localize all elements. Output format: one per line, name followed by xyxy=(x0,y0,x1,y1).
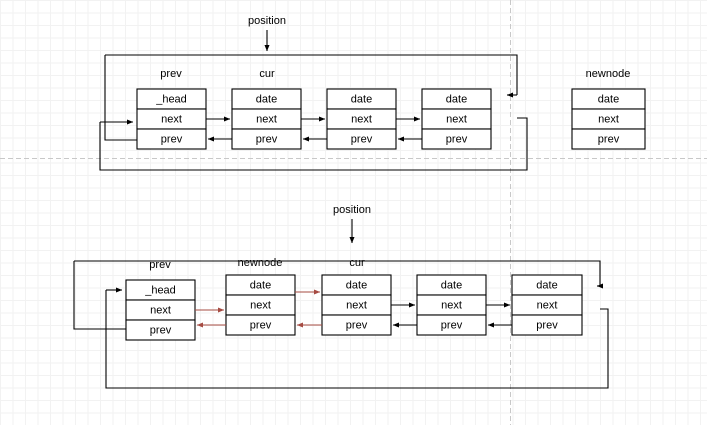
top-newnode-cell-0: date xyxy=(598,93,619,105)
bottom-node-3: cur date next prev xyxy=(321,257,392,336)
bottom-node-1-cell-1: next xyxy=(150,304,171,316)
bottom-position-label: position xyxy=(333,204,371,216)
bottom-node-2-cell-2: prev xyxy=(250,319,272,331)
top-newnode-cell-2: prev xyxy=(598,133,620,145)
top-node-3-cell-1: next xyxy=(351,113,372,125)
top-newnode-cell-1: next xyxy=(598,113,619,125)
top-node-4: date next prev xyxy=(421,88,492,150)
top-node-2-cell-2: prev xyxy=(256,133,278,145)
top-node-4-cell-2: prev xyxy=(446,133,468,145)
top-node-1-label: prev xyxy=(160,68,182,80)
bottom-node-1-cell-0: _head xyxy=(144,284,176,296)
top-node-1-cell-1: next xyxy=(161,113,182,125)
bottom-node-5: date next prev xyxy=(511,274,583,336)
top-node-3-cell-0: date xyxy=(351,93,372,105)
top-outer-bottom-rail xyxy=(99,117,528,171)
top-node-1-cell-0: _head xyxy=(155,93,187,105)
bottom-node-3-cell-1: next xyxy=(346,299,367,311)
top-node-4-cell-0: date xyxy=(446,93,467,105)
top-newnode-label: newnode xyxy=(586,68,631,80)
bottom-node-2-label: newnode xyxy=(238,257,283,269)
top-outer-wrap-top xyxy=(105,54,518,95)
top-position-label: position xyxy=(248,15,286,27)
bottom-node-2-cell-0: date xyxy=(250,279,271,291)
top-node-4-cell-1: next xyxy=(446,113,467,125)
bottom-node-5-cell-1: next xyxy=(537,299,558,311)
top-node-2-label: cur xyxy=(259,68,275,80)
top-left-rail-down xyxy=(104,55,137,141)
bottom-node-3-cell-0: date xyxy=(346,279,367,291)
top-node-1: prev _head next prev xyxy=(136,68,207,150)
bottom-outer-wrap-top xyxy=(74,260,601,286)
top-node-3-cell-2: prev xyxy=(351,133,373,145)
top-node-3: date next prev xyxy=(326,88,397,150)
bottom-node-1-cell-2: prev xyxy=(150,324,172,336)
bottom-node-4-cell-2: prev xyxy=(441,319,463,331)
bottom-diagram: position prev _head next prev newnode da… xyxy=(73,204,609,389)
bottom-node-1: prev _head next prev xyxy=(125,259,196,341)
bottom-node-4-cell-1: next xyxy=(441,299,462,311)
bottom-node-5-cell-0: date xyxy=(536,279,557,291)
bottom-node-1-label: prev xyxy=(149,259,171,271)
bottom-node-2-cell-1: next xyxy=(250,299,271,311)
bottom-node-3-cell-2: prev xyxy=(346,319,368,331)
top-node-1-cell-2: prev xyxy=(161,133,183,145)
bottom-node-5-cell-2: prev xyxy=(536,319,558,331)
bottom-node-3-label: cur xyxy=(349,257,365,269)
bottom-left-rail xyxy=(73,261,126,330)
bottom-outer-bottom-rail xyxy=(105,290,609,389)
top-node-2-cell-0: date xyxy=(256,93,277,105)
bottom-node-4-cell-0: date xyxy=(441,279,462,291)
top-diagram: position prev _head next prev cur date n… xyxy=(99,15,646,171)
top-node-2-cell-1: next xyxy=(256,113,277,125)
bottom-node-2: newnode date next prev xyxy=(225,257,296,336)
top-node-2: cur date next prev xyxy=(231,68,302,150)
top-newnode: newnode date next prev xyxy=(571,68,646,150)
bottom-node-4: date next prev xyxy=(416,274,487,336)
